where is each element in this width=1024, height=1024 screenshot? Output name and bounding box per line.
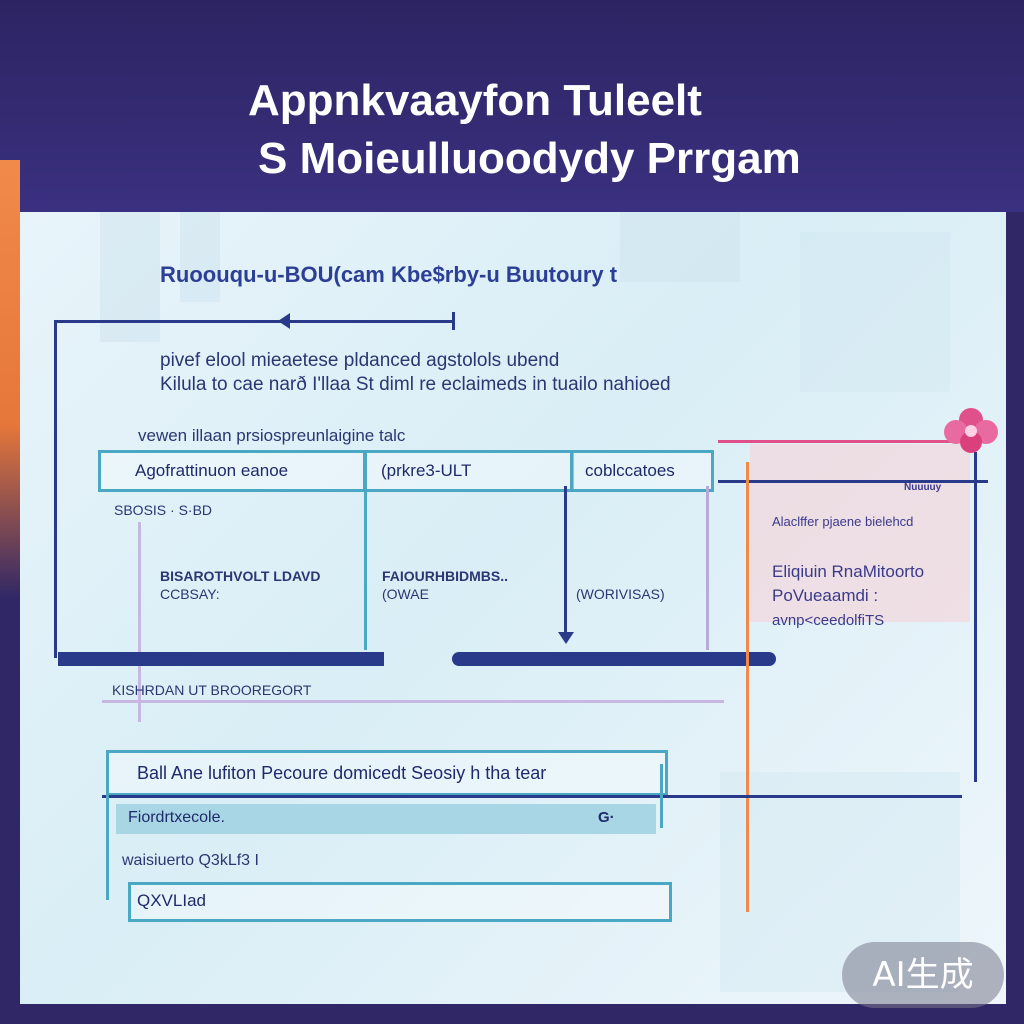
orange-connector-vertical bbox=[746, 462, 749, 912]
right-card-line2: Eliqiuin RnaMitoorto bbox=[772, 562, 925, 581]
column-divider-0 bbox=[138, 522, 141, 722]
process-box-3: coblccatoes bbox=[570, 450, 714, 492]
column2-heading: FAIOURHBIDMBS.. bbox=[382, 568, 508, 584]
left-dark-strip bbox=[0, 600, 20, 1024]
footer-label: KISHRDAN UT BROOREGORT bbox=[112, 682, 312, 698]
form-label-2: waisiuerto Q3kLf3 I bbox=[122, 852, 259, 869]
header-banner: Appnkvaayfon Tuleelt S Moieulluoodydy Pr… bbox=[0, 0, 1024, 212]
top-connector-line bbox=[54, 320, 454, 323]
left-accent-strip bbox=[0, 160, 20, 600]
process-box-3-label: coblccatoes bbox=[585, 461, 675, 480]
column3-value: (WORIVISAS) bbox=[576, 586, 665, 602]
column1-value: CCBSAY: bbox=[160, 586, 220, 602]
under-row-label: SBOSIS · S·BD bbox=[114, 502, 213, 518]
diagram-subtitle: Ruoouqu-u-BOU(cam Kbe$rby-u Buutoury t bbox=[160, 262, 618, 287]
arrow-left-icon bbox=[278, 313, 290, 329]
form-title: Ball Ane lufiton Pecoure domicedt Seosiy… bbox=[137, 763, 547, 783]
process-box-1: Agofrattinuon eanoe bbox=[98, 450, 366, 492]
flow-bar-right bbox=[452, 652, 776, 666]
column-divider-1 bbox=[364, 486, 367, 650]
right-card-tag: Nuuuuy bbox=[904, 482, 942, 493]
ai-generated-badge: AI生成 bbox=[842, 942, 1004, 1008]
description-line2: Kilula to cae narð I'llaa St diml re ecl… bbox=[160, 374, 671, 395]
diagram-panel: Ruoouqu-u-BOU(cam Kbe$rby-u Buutoury t p… bbox=[20, 212, 1006, 1004]
form-field-1[interactable]: Fiordrtxecole. G· bbox=[116, 804, 656, 834]
column1-heading: BISAROTHVOLT LDAVD bbox=[160, 568, 321, 584]
page-title-line2: S Moieulluoodydy Prrgam bbox=[258, 134, 801, 183]
navy-connector-top bbox=[718, 480, 988, 483]
right-card-line1: Alaclffer pjaene bielehcd bbox=[772, 514, 914, 529]
right-dark-strip bbox=[1006, 212, 1024, 1024]
left-connector-line bbox=[54, 320, 57, 658]
right-card-line4: avnp<ceedolfiTS bbox=[772, 612, 885, 629]
column2-value: (OWAE bbox=[382, 586, 429, 602]
footer-divider bbox=[102, 700, 724, 703]
right-info-card bbox=[750, 444, 970, 622]
bottom-dark-bar bbox=[0, 1004, 1024, 1024]
form-connector-line bbox=[102, 795, 962, 798]
page-title-line1: Appnkvaayfon Tuleelt bbox=[248, 76, 702, 125]
pink-connector-top bbox=[718, 440, 978, 443]
form-left-border bbox=[106, 790, 109, 900]
column-divider-2 bbox=[564, 486, 567, 636]
right-card-line3: PoVueaamdi : bbox=[772, 586, 879, 605]
form-right-border bbox=[660, 764, 663, 828]
form-field-2[interactable]: QXVLIad bbox=[128, 882, 672, 922]
navy-connector-vertical bbox=[974, 452, 977, 782]
process-box-2: (prkre3-ULT bbox=[364, 450, 574, 492]
flow-bar-left bbox=[58, 652, 384, 666]
section-label: vewen illaan prsiospreunlaigine talc bbox=[138, 426, 406, 445]
form-field-1-value: Fiordrtxecole. bbox=[128, 809, 225, 826]
form-title-box: Ball Ane lufiton Pecoure domicedt Seosiy… bbox=[106, 750, 668, 796]
form-field-2-value: QXVLIad bbox=[137, 891, 206, 910]
process-box-1-label: Agofrattinuon eanoe bbox=[135, 461, 289, 480]
process-box-2-label: (prkre3-ULT bbox=[381, 461, 472, 480]
arrow-down-icon bbox=[558, 632, 574, 644]
description-line1: pivef elool mieaetese pldanced agstolols… bbox=[160, 350, 560, 371]
flower-icon bbox=[944, 408, 998, 453]
top-connector-end bbox=[452, 312, 455, 330]
column-divider-3 bbox=[706, 486, 709, 650]
field-action-icon[interactable]: G· bbox=[598, 809, 615, 826]
